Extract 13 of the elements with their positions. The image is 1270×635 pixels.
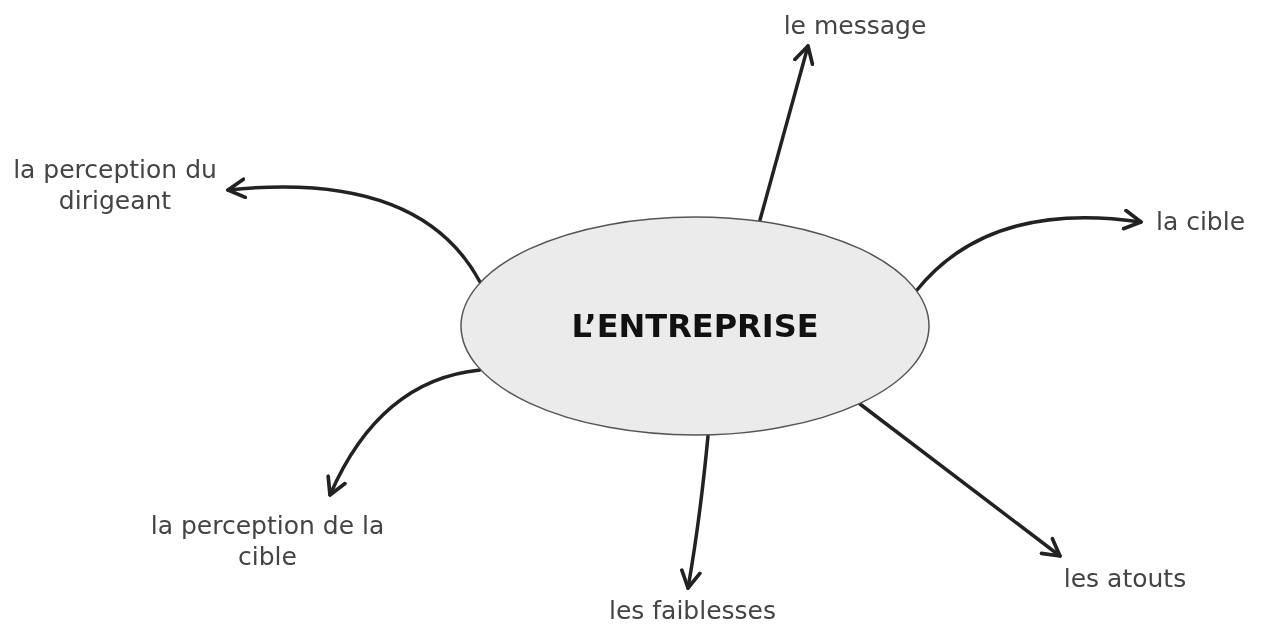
central-topic: L’ENTREPRISE xyxy=(571,307,819,345)
arrow xyxy=(915,209,1143,292)
topic-label: la cible xyxy=(1155,206,1246,238)
arrow xyxy=(858,402,1062,558)
topic-label: la perception de la cible xyxy=(150,509,385,573)
topic-label: la perception du dirigeant xyxy=(12,153,218,217)
topic-label: le message xyxy=(783,10,927,42)
arrow xyxy=(226,177,482,284)
topic-label: les atouts xyxy=(1063,563,1187,595)
topic-label: les faiblesses xyxy=(609,595,776,627)
arrow xyxy=(679,434,710,590)
arrow xyxy=(758,44,815,222)
arrow xyxy=(326,368,482,497)
